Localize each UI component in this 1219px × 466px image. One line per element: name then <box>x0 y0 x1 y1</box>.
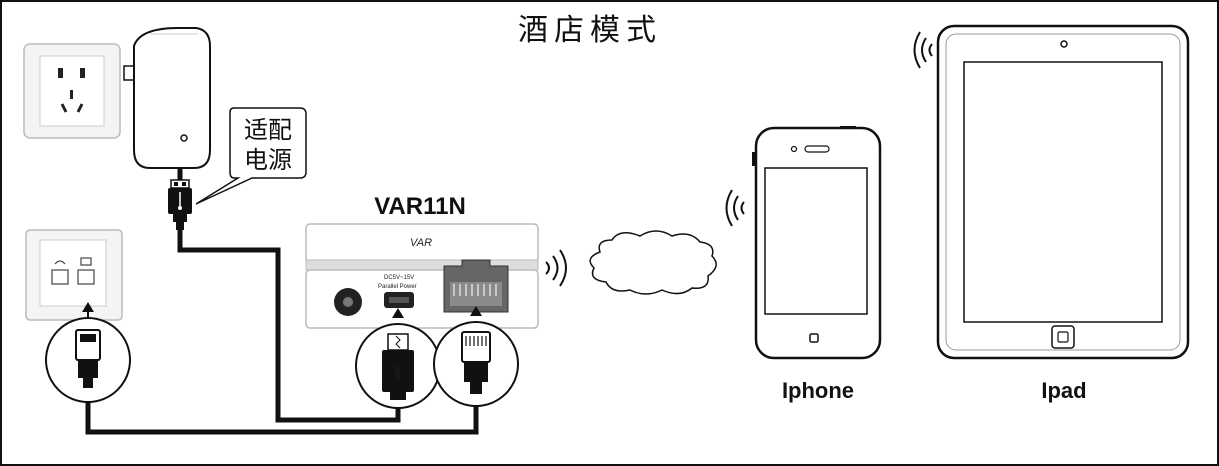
power-adapter <box>123 27 211 180</box>
adapter-label-line2: 电源 <box>244 146 292 174</box>
power-plug-icon: VAR <box>355 323 441 409</box>
rj11-plug-icon <box>45 317 131 403</box>
usb-plug-icon <box>168 179 192 230</box>
plug-brand: VAR <box>393 365 400 379</box>
router-name: VAR11N <box>374 193 466 220</box>
tablet-label: Ipad <box>1041 378 1086 403</box>
tablet-device <box>936 24 1190 360</box>
router-device: VAR DC5V~15V Parallel Power <box>305 223 539 329</box>
rj45-plug-icon <box>433 321 519 407</box>
router-port-label-parallel: Parallel Power <box>378 284 417 290</box>
phone-label: Iphone <box>782 378 854 403</box>
power-outlet-icon <box>23 43 121 139</box>
router-brand-logo: VAR <box>410 237 432 249</box>
diagram-title: 酒店模式 <box>518 13 662 48</box>
phone-device <box>752 126 882 360</box>
wifi-signal-icon <box>545 249 567 287</box>
router-port-label-dc: DC5V~15V <box>384 275 414 281</box>
tablet-wifi-icon <box>913 31 933 69</box>
phone-wifi-icon <box>725 189 745 227</box>
adapter-label-line1: 适配 <box>244 116 292 144</box>
cloud-icon <box>589 230 717 295</box>
adapter-callout: 适配 电源 <box>195 107 307 205</box>
wall-jack-icon <box>25 229 123 330</box>
